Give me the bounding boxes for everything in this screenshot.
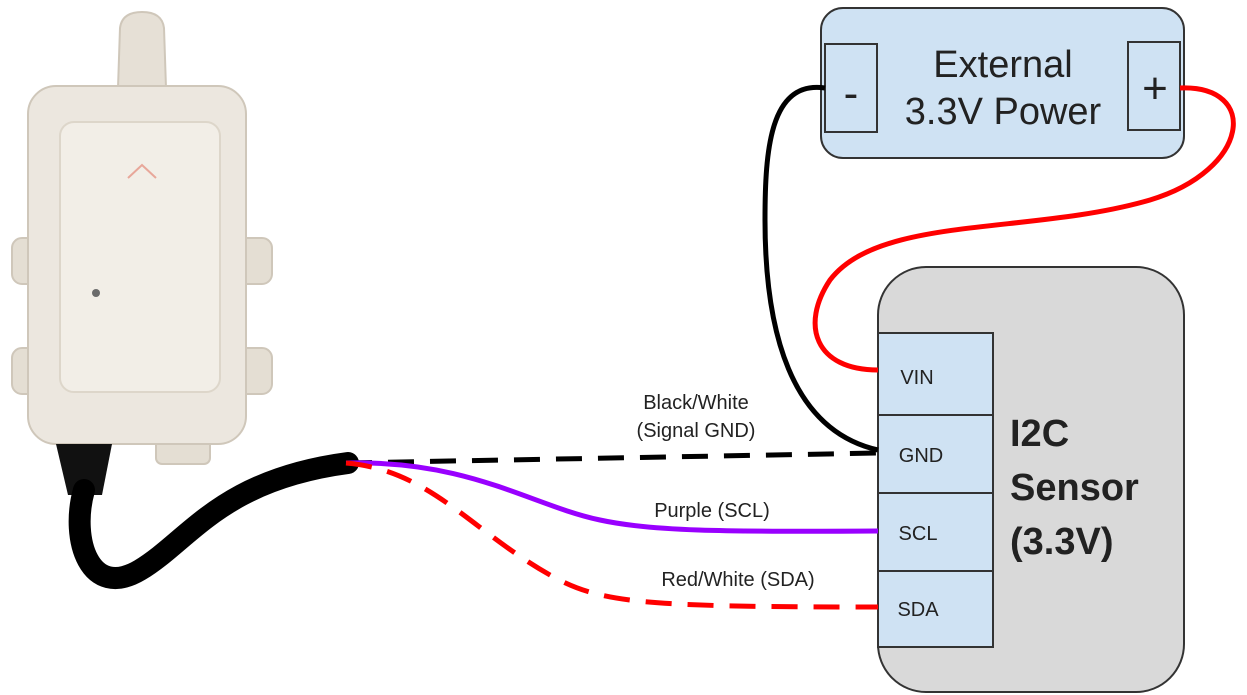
chevron-up-icon [127,163,157,179]
power-supply-box [820,7,1185,159]
device-antenna [116,10,168,89]
cable-strain-relief [56,444,112,495]
plus-label: + [1142,64,1168,113]
pin-gnd-label: GND [899,445,943,467]
sensor-title-line3: (3.3V) [1010,521,1113,563]
external-power-supply: - + External 3.3V Power [820,7,1185,159]
power-gnd-black-wire [762,84,879,453]
scl-purple-wire [345,460,879,534]
wireless-device [11,10,273,495]
gnd-wire-label-line1: Black/White [643,392,749,414]
scl-wire-label: Purple (SCL) [654,500,770,522]
power-title-line1: External [933,44,1072,86]
power-minus-terminal [824,43,878,133]
power-title-line2: 3.3V Power [905,91,1102,133]
signal-gnd-wire [345,450,879,466]
pin-sda-box [877,570,994,648]
pin-vin-box [877,332,994,416]
device-face-panel [59,121,221,393]
led-indicator [92,289,100,297]
device-cable [68,452,359,589]
pin-scl-label: SCL [899,523,938,545]
pin-vin-label: VIN [900,367,933,389]
power-plus-terminal [1127,41,1181,131]
sda-wire-label: Red/White (SDA) [661,569,814,591]
pin-scl-box [877,492,994,572]
pin-gnd-box [877,414,994,494]
vin-red-wire [812,85,1236,373]
sensor-title-line1: I2C [1010,413,1069,455]
gnd-wire-label-line2: (Signal GND) [637,420,756,442]
sensor-title-line2: Sensor [1010,467,1139,509]
minus-label: - [844,69,859,118]
i2c-sensor: VIN GND SCL SDA I2C Sensor (3.3V) [877,266,1185,693]
pin-sda-label: SDA [897,599,939,621]
